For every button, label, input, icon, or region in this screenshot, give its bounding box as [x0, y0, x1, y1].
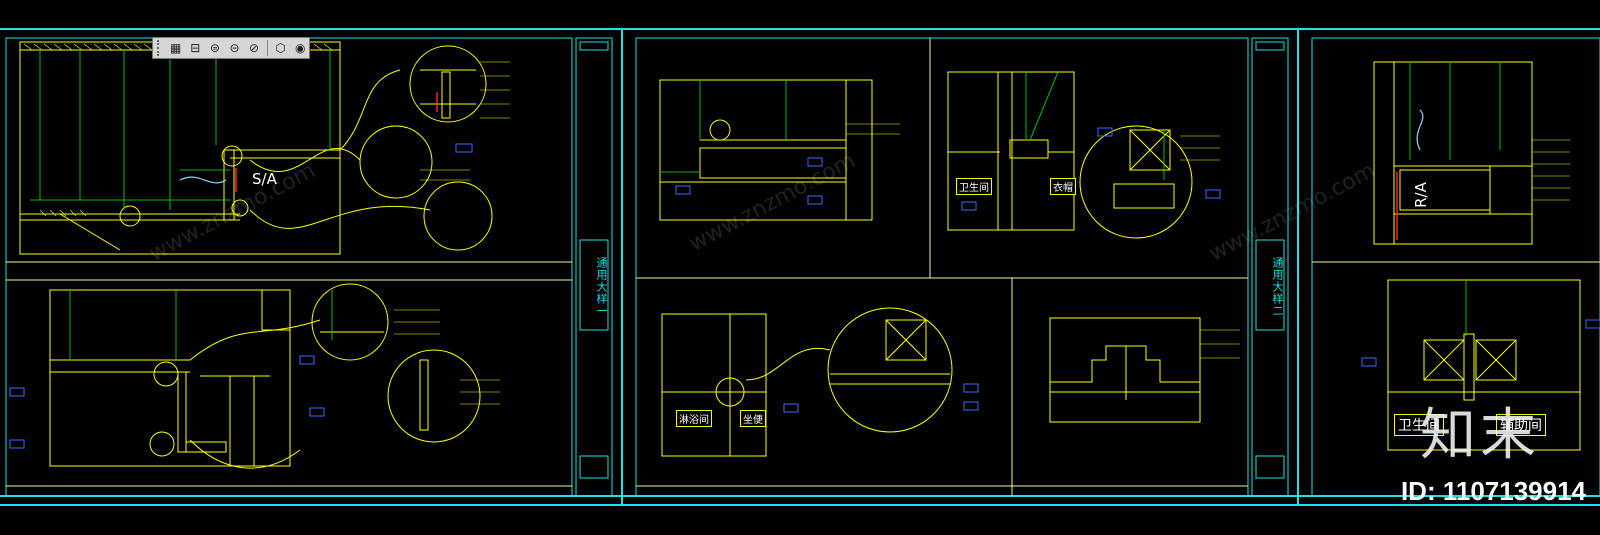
watermark-id: ID: 1107139914 — [1400, 476, 1586, 506]
panel-dividers — [6, 38, 1600, 496]
room-label-aux: 辅助间 — [1496, 414, 1546, 436]
detail-b — [49, 283, 481, 469]
detail-c — [659, 79, 873, 221]
view-toolbar: ▦ ⊟ ⊜ ⊝ ⊘ ⬡ ◉ — [152, 37, 310, 59]
view-front-icon[interactable]: ⊟ — [190, 41, 201, 55]
detail-a — [19, 41, 493, 255]
room-label-bathroom: 卫生间 — [956, 178, 992, 195]
annotation-tags — [9, 127, 1600, 449]
detail-a-hatching — [23, 43, 333, 217]
sheet2-title: 通用大样二 — [1271, 257, 1284, 317]
room-label-bathroom-2: 卫生间 — [1394, 414, 1444, 436]
detail-b-green — [69, 290, 333, 360]
detail-e — [661, 307, 953, 457]
view-top-icon[interactable]: ▦ — [170, 41, 182, 55]
view-right-icon[interactable]: ⊝ — [229, 41, 240, 55]
detail-g — [1373, 61, 1581, 451]
watermark-logo: 知末 — [1420, 403, 1540, 468]
detail-a-suspension — [30, 50, 331, 210]
view-iso-icon[interactable]: ⬡ — [275, 41, 286, 55]
leader-lines — [394, 61, 1570, 405]
view-bottom-icon[interactable]: ⊘ — [249, 41, 260, 55]
view-camera-icon[interactable]: ◉ — [294, 41, 306, 55]
room-label-cloakroom: 衣帽 — [1050, 178, 1076, 195]
view-left-icon[interactable]: ⊜ — [209, 41, 220, 55]
room-label-shower: 淋浴间 — [676, 410, 712, 427]
toolbar-grip[interactable] — [157, 40, 163, 56]
sheet-frames — [0, 28, 1600, 506]
room-label-toilet: 坐便 — [740, 410, 766, 427]
sheet-borders — [5, 37, 1600, 497]
airflow-arrows — [179, 109, 1424, 184]
detail-d-green — [1025, 71, 1165, 180]
detail-d — [947, 71, 1193, 239]
supply-air-label: S/A — [252, 170, 277, 188]
detail-g-green — [1409, 62, 1501, 336]
toolbar-separator — [266, 40, 268, 56]
return-air-label: R/A — [1411, 182, 1430, 208]
sheet1-title: 通用大样一 — [595, 257, 608, 317]
detail-f — [1049, 317, 1201, 423]
detail-a-red — [235, 92, 438, 192]
detail-c-green — [660, 80, 787, 173]
